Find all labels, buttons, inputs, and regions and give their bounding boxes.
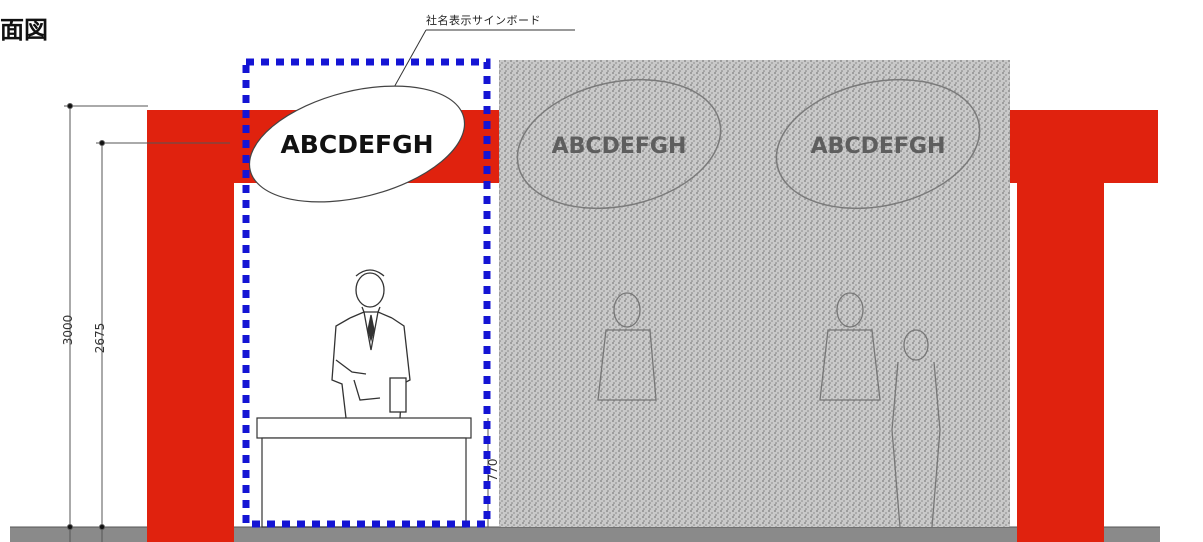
dimension-3000: 3000 [61, 315, 75, 346]
dimension-770: 770 [486, 459, 500, 482]
signboard-callout-label: 社名表示サインボード [426, 14, 541, 27]
signboard-3 [775, 78, 981, 210]
signboard-1 [248, 85, 466, 203]
reception-counter [256, 417, 472, 528]
signboard-3-text: ABCDEFGH [811, 134, 946, 159]
dimension-lines [64, 103, 489, 542]
signboard-2-text: ABCDEFGH [552, 134, 687, 159]
floor-line [10, 527, 1160, 542]
masked-area [499, 60, 1010, 527]
drawing-title: 面図 [0, 16, 48, 44]
person-figure-icon [331, 269, 411, 419]
selection-highlight [242, 58, 491, 528]
signboard-2 [516, 78, 722, 210]
signboard-1-text: ABCDEFGH [280, 130, 433, 159]
masked-figures-icon [597, 292, 941, 528]
dimension-2675: 2675 [93, 323, 107, 354]
